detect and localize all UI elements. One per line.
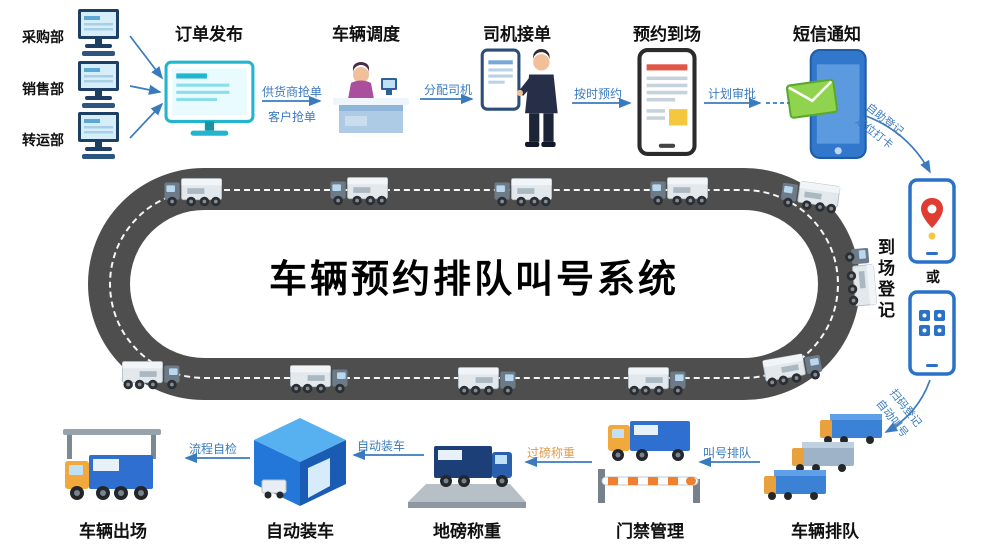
arrow-label-customer-grab: 客户抢单 — [268, 110, 317, 124]
phone-map-pin-icon — [908, 178, 956, 264]
or-label: 或 — [926, 269, 940, 285]
monitor-icon — [78, 9, 119, 56]
phone-sms-envelope-icon — [786, 49, 867, 159]
arrow-label-auto-load: 自动装车 — [357, 439, 406, 453]
dept-label-transfer: 转运部 — [22, 132, 64, 148]
arrow-label-supplier-grab: 供货商抢单 — [262, 85, 323, 99]
step-label-reserve-arrive: 预约到场 — [633, 25, 701, 44]
barrier-gate-icon — [598, 421, 700, 503]
arrow-dept2-to-publish — [129, 84, 162, 95]
driver-tablet-icon — [480, 48, 558, 147]
exit-gate-truck-icon — [63, 429, 161, 500]
road-truck-icon — [290, 365, 348, 394]
weighbridge-icon — [408, 446, 526, 508]
arrow-label-weighing: 过磅称重 — [527, 446, 576, 460]
step-label-order-publish: 订单发布 — [175, 25, 243, 44]
monitor-icon — [78, 112, 119, 159]
step-label-dispatch: 车辆调度 — [332, 25, 400, 44]
diagram-title: 车辆预约排队叫号系统 — [268, 259, 679, 301]
arrow-dept3-to-publish — [129, 102, 164, 139]
queued-trucks-icon — [764, 414, 882, 500]
dept-label-purchasing: 采购部 — [22, 29, 64, 45]
arrow-label-ontime: 按时预约 — [574, 87, 623, 101]
arrow-label-call-queue: 叫号排队 — [703, 446, 752, 460]
road-truck-icon — [628, 367, 686, 396]
warehouse-loading-icon — [254, 418, 346, 506]
arrow-dept1-to-publish — [129, 35, 164, 80]
bottom-label-auto-loading: 自动装车 — [266, 522, 334, 541]
road-truck-icon — [458, 367, 516, 396]
phone-document-icon — [637, 48, 697, 156]
dispatch-desk-icon — [333, 62, 409, 133]
bottom-label-access-control: 门禁管理 — [616, 522, 684, 541]
dept-label-sales: 销售部 — [22, 81, 64, 97]
order-publish-monitor-icon — [164, 60, 255, 136]
phone-qr-icon — [908, 290, 956, 376]
road-truck-icon — [650, 177, 708, 206]
road-truck-icon — [164, 178, 222, 207]
bottom-label-vehicle-exit: 车辆出场 — [79, 522, 147, 541]
arrow-label-assign-driver: 分配司机 — [424, 83, 473, 97]
road-truck-icon — [494, 178, 552, 207]
bottom-label-weighbridge: 地磅称重 — [433, 522, 501, 541]
monitor-icon — [78, 61, 119, 108]
step-label-sms-notify: 短信通知 — [793, 25, 861, 44]
step-label-driver-accept: 司机接单 — [483, 25, 551, 44]
arrow-label-process-check: 流程自检 — [189, 442, 238, 456]
arrival-register-label: 到场登记 — [875, 238, 894, 322]
road-truck-icon — [330, 177, 388, 206]
road-truck-icon — [122, 361, 180, 390]
arrow-label-plan-approve: 计划审批 — [708, 87, 757, 101]
bottom-label-vehicle-queue: 车辆排队 — [791, 522, 859, 541]
